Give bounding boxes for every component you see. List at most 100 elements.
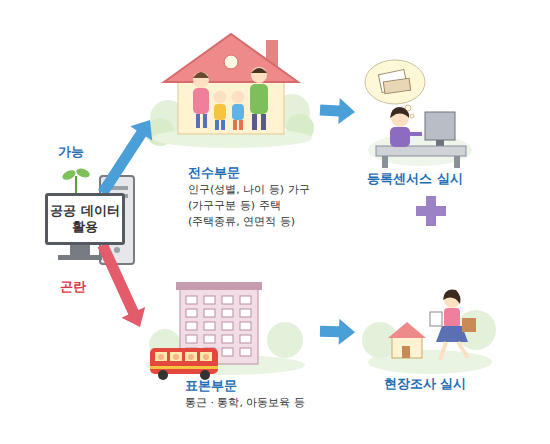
family xyxy=(196,114,200,128)
family xyxy=(232,104,244,120)
school-bus xyxy=(173,354,179,360)
field-survey-scene xyxy=(402,346,410,358)
sprout xyxy=(61,168,77,181)
school-bus xyxy=(155,352,167,361)
apartment-building xyxy=(176,282,262,290)
node-label: 현장조사 실시 xyxy=(384,375,467,393)
sprout xyxy=(61,167,91,193)
apartment-building xyxy=(186,335,197,343)
office-scene xyxy=(382,156,388,168)
field-survey-box: 현장조사 실시 xyxy=(355,275,495,399)
field-survey-scene xyxy=(456,310,496,350)
family xyxy=(193,72,209,78)
field-survey-scene xyxy=(443,289,461,304)
house xyxy=(164,34,298,82)
office-scene xyxy=(390,127,410,147)
node-label: 공공 데이터 활용 xyxy=(50,203,120,234)
plus-sign xyxy=(416,196,446,226)
office-scene xyxy=(383,78,410,94)
apartment-building xyxy=(204,335,215,343)
family xyxy=(261,114,266,130)
office-scene xyxy=(410,114,414,118)
registry-census-box: 등록센서스 실시 xyxy=(355,50,475,194)
family xyxy=(233,120,237,130)
plus-sign xyxy=(416,206,446,216)
edge-label: 곤란 xyxy=(58,278,88,296)
field-survey-scene xyxy=(362,289,496,374)
apartment-building xyxy=(240,348,251,356)
family xyxy=(251,67,267,83)
node-heading: 표본부문 xyxy=(185,377,237,395)
apartment-building xyxy=(204,296,215,304)
house xyxy=(164,34,298,134)
family xyxy=(251,68,267,73)
school-bus xyxy=(185,352,197,361)
family xyxy=(193,72,209,88)
apartment-building xyxy=(222,348,233,356)
school-bus xyxy=(170,352,182,361)
field-survey-scene xyxy=(392,336,422,358)
family xyxy=(215,120,219,130)
office-scene xyxy=(365,60,472,168)
office-scene xyxy=(436,140,444,146)
apartment-building xyxy=(240,309,251,317)
apartment-building xyxy=(186,309,197,317)
school-bus xyxy=(158,370,168,380)
computer xyxy=(70,245,90,255)
school-bus xyxy=(150,348,218,380)
office-scene xyxy=(454,156,460,168)
family xyxy=(214,104,226,120)
apartment-building xyxy=(180,288,258,364)
family xyxy=(203,114,207,128)
school-bus xyxy=(188,354,194,360)
school-bus xyxy=(150,348,218,374)
public-data-monitor: 공공 데이터 활용 xyxy=(45,193,125,245)
block-arrow xyxy=(98,243,146,327)
block-arrow xyxy=(98,120,152,196)
field-survey-scene xyxy=(462,318,476,332)
census-full-box: 전수부문인구(성별, 나이 등) 가구(가구구분 등) 주택(주택종류, 연면적… xyxy=(150,40,320,240)
family xyxy=(193,67,268,130)
building-windows xyxy=(186,296,251,356)
block-arrow xyxy=(320,98,355,124)
house xyxy=(224,55,238,69)
sprout xyxy=(75,176,77,193)
field-survey-scene xyxy=(440,342,446,360)
family xyxy=(221,120,225,130)
family xyxy=(239,120,243,130)
apartment-building xyxy=(222,335,233,343)
apartment-building xyxy=(240,296,251,304)
apartment-building xyxy=(204,322,215,330)
office-scene xyxy=(390,107,409,118)
computer xyxy=(114,247,120,253)
field-survey-scene xyxy=(458,342,468,358)
field-survey-scene xyxy=(430,312,442,326)
apartment-building xyxy=(240,335,251,343)
block-arrow xyxy=(320,319,355,345)
school-bus xyxy=(158,354,164,360)
office-scene xyxy=(425,112,455,140)
apartment-building xyxy=(186,322,197,330)
school-bus xyxy=(150,366,218,369)
family xyxy=(250,84,268,114)
office-scene xyxy=(376,146,466,156)
family xyxy=(214,91,227,104)
office-scene xyxy=(365,60,425,104)
apartment-building xyxy=(240,322,251,330)
apartment-building xyxy=(204,309,215,317)
apartment-building xyxy=(222,322,233,330)
node-label: 등록센서스 실시 xyxy=(367,170,463,188)
apartment-building xyxy=(222,296,233,304)
school-bus xyxy=(203,354,209,360)
field-survey-scene xyxy=(444,308,460,328)
node-heading: 전수부문 xyxy=(188,164,240,182)
node-body: 인구(성별, 나이 등) 가구(가구구분 등) 주택(주택종류, 연면적 등) xyxy=(188,182,316,230)
family xyxy=(193,88,209,114)
apartment-building xyxy=(186,296,197,304)
edge-label: 가능 xyxy=(56,143,86,161)
office-scene xyxy=(406,132,422,136)
family xyxy=(252,114,257,130)
node-body: 통근 · 통학, 아동보육 등 xyxy=(185,395,305,411)
sprout xyxy=(75,167,91,179)
